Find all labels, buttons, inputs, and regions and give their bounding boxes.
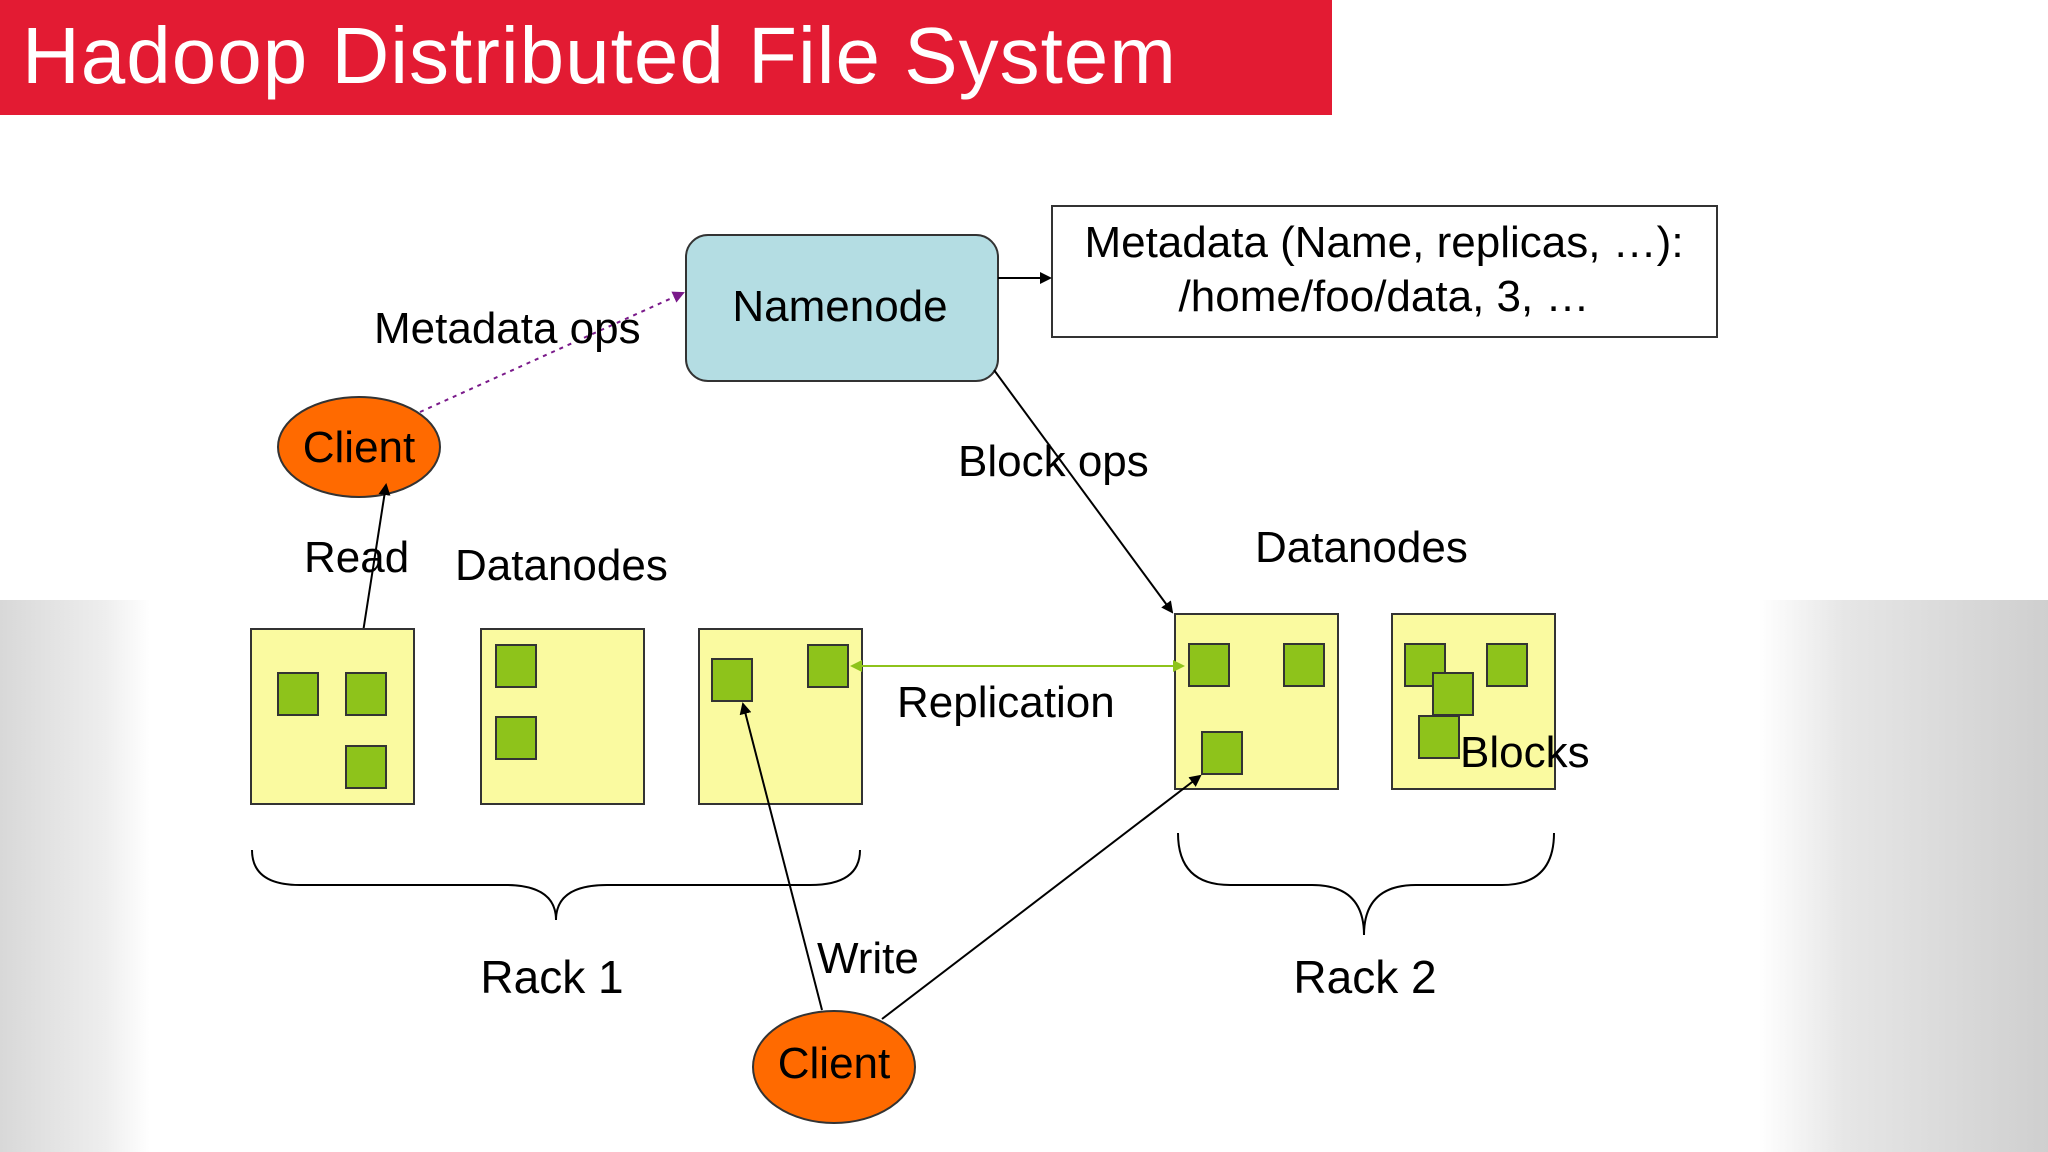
blocks-label: Blocks — [1460, 728, 1590, 777]
rack1-label: Rack 1 — [480, 951, 623, 1003]
background-photo-left — [0, 600, 150, 1152]
block — [1283, 643, 1325, 687]
metadata-line-1: Metadata (Name, replicas, …): — [1084, 218, 1683, 267]
block — [711, 658, 753, 702]
block — [495, 644, 537, 688]
block — [345, 672, 387, 716]
metadata-line-2: /home/foo/data, 3, … — [1179, 272, 1590, 321]
datanode-rack2-1 — [1174, 613, 1339, 790]
title-bar: Hadoop Distributed File System — [0, 0, 1332, 115]
background-photo-right — [1758, 600, 2048, 1152]
rack1-brace — [251, 849, 861, 921]
client-top-label: Client — [303, 423, 416, 472]
metadata-box — [1051, 205, 1718, 338]
metadata-ops-label: Metadata ops — [374, 304, 641, 353]
block — [1432, 672, 1474, 716]
slide-title: Hadoop Distributed File System — [22, 11, 1177, 100]
client-bottom-label: Client — [778, 1039, 891, 1088]
block — [345, 745, 387, 789]
block — [495, 716, 537, 760]
block — [1486, 643, 1528, 687]
write-arrow-rack2 — [881, 774, 1202, 1020]
block — [807, 644, 849, 688]
datanodes-right-label: Datanodes — [1255, 523, 1468, 572]
rack2-brace — [1177, 832, 1555, 936]
namenode-label: Namenode — [732, 282, 947, 331]
block — [1188, 643, 1230, 687]
rack2-label: Rack 2 — [1293, 951, 1436, 1003]
metadata-ops-arrow — [419, 291, 685, 413]
block — [1201, 731, 1243, 775]
client-bottom — [752, 1010, 916, 1124]
write-label: Write — [817, 934, 919, 983]
replication-label: Replication — [897, 678, 1115, 727]
block-ops-label: Block ops — [958, 437, 1149, 486]
datanodes-left-label: Datanodes — [455, 541, 668, 590]
read-label: Read — [304, 533, 409, 582]
block — [1418, 715, 1460, 759]
datanode-rack1-1 — [250, 628, 415, 805]
write-arrow-rack1 — [739, 702, 823, 1011]
client-top — [277, 396, 441, 498]
namenode-box — [685, 234, 999, 382]
read-arrow — [360, 483, 391, 646]
block-ops-arrow — [993, 369, 1174, 614]
block — [277, 672, 319, 716]
